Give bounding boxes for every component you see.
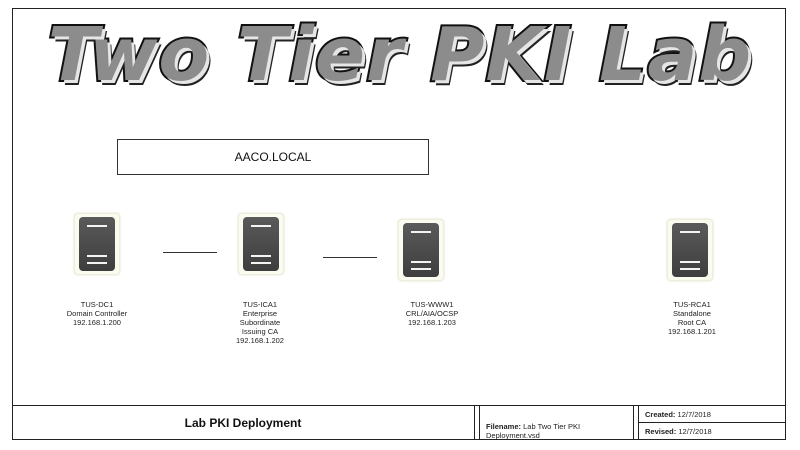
created-label: Created:	[645, 409, 676, 419]
filename-label: Filename:	[486, 422, 522, 431]
server-role: Domain Controller	[66, 309, 128, 318]
created-row: Created: 12/7/2018	[639, 406, 786, 423]
server-icon	[398, 219, 444, 281]
server-icon	[667, 219, 713, 281]
revised-value: 12/7/2018	[678, 427, 712, 436]
server-role: CRL/AIA/OCSP	[405, 309, 459, 318]
banner-title: Two Tier PKI Lab	[46, 12, 753, 98]
server-label-www1: TUS-WWW1 CRL/AIA/OCSP 192.168.1.203	[362, 300, 502, 327]
server-hostname: TUS-WWW1	[410, 300, 454, 309]
drawing-frame	[12, 8, 786, 440]
server-label-rca1: TUS-RCA1 Standalone Root CA 192.168.1.20…	[622, 300, 762, 336]
server-hostname: TUS-ICA1	[242, 300, 278, 309]
domain-box: AACO.LOCAL	[117, 139, 429, 175]
domain-label: AACO.LOCAL	[234, 150, 312, 164]
server-role: Subordinate	[239, 318, 281, 327]
server-ip: 192.168.1.200	[73, 318, 121, 327]
server-role: Standalone	[673, 309, 711, 318]
server-label-dc1: TUS-DC1 Domain Controller 192.168.1.200	[27, 300, 167, 327]
server-hostname: TUS-DC1	[80, 300, 114, 309]
server-hostname: TUS-RCA1	[673, 300, 711, 309]
server-icon	[74, 213, 120, 275]
filename-value: Lab Two Tier PKI	[523, 422, 581, 431]
server-label-ica1: TUS-ICA1 Enterprise Subordinate Issuing …	[190, 300, 330, 345]
server-ip: 192.168.1.202	[236, 336, 284, 345]
filename-cell: Filename: Lab Two Tier PKI Deployment.vs…	[479, 406, 634, 440]
created-value: 12/7/2018	[677, 409, 711, 419]
server-ip: 192.168.1.203	[408, 318, 456, 327]
filename-value-line2: Deployment.vsd	[486, 431, 540, 440]
title-block: Lab PKI Deployment Filename: Lab Two Tie…	[12, 405, 786, 440]
server-icon	[238, 213, 284, 275]
revised-label: Revised:	[645, 427, 677, 436]
dates-cell: Created: 12/7/2018 Revised: 12/7/2018	[638, 406, 786, 440]
connector-line	[163, 252, 217, 254]
project-name: Lab PKI Deployment	[12, 406, 475, 440]
server-role: Issuing CA	[241, 327, 279, 336]
server-role: Enterprise	[242, 309, 278, 318]
revised-row: Revised: 12/7/2018	[639, 423, 786, 440]
server-role: Root CA	[677, 318, 707, 327]
server-ip: 192.168.1.201	[668, 327, 716, 336]
connector-line	[323, 257, 377, 259]
